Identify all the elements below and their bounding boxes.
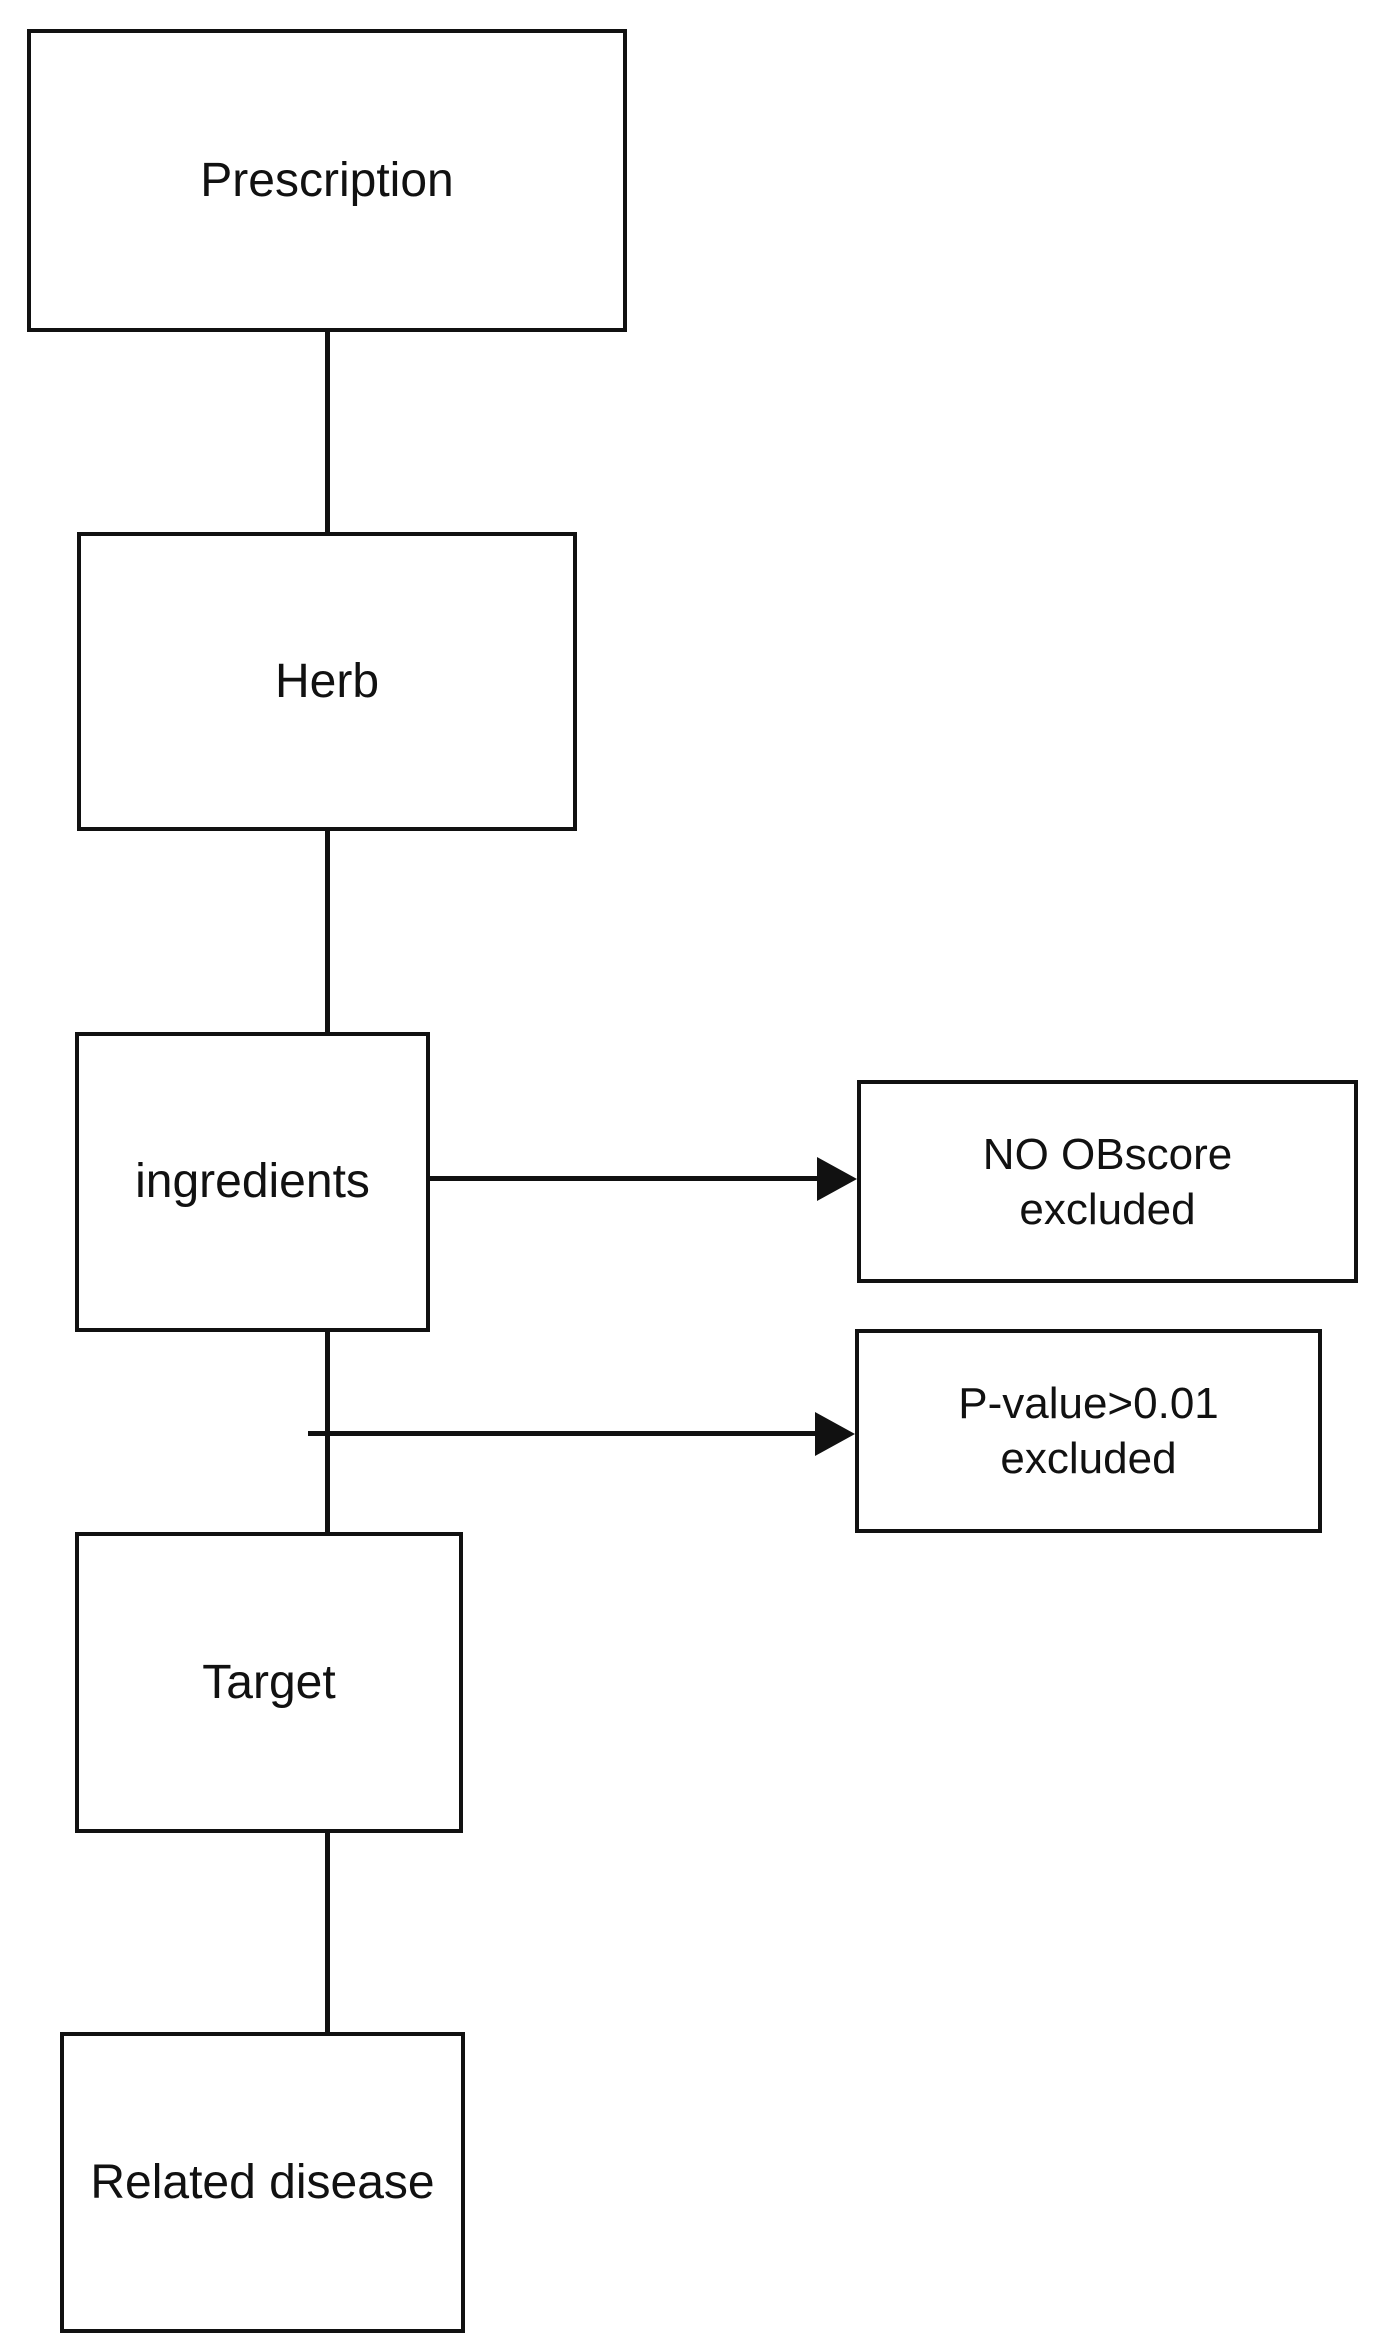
node-ob-excluded-label: NO OBscore excluded (982, 1129, 1233, 1234)
connector-prescription-to-herb (325, 332, 330, 534)
node-p-excluded-label: P-value>0.01 excluded (958, 1379, 1219, 1483)
arrow-head-ingredients-to-p-excluded (815, 1412, 855, 1456)
node-prescription-label: Prescription (200, 153, 454, 207)
node-p-excluded: P-value>0.01 excluded (855, 1329, 1322, 1533)
node-herb-label: Herb (274, 654, 380, 708)
node-target: Target (75, 1532, 463, 1833)
node-ingredients-label: ingredients (135, 1155, 370, 1208)
arrow-line-ingredients-to-p-excluded (308, 1431, 815, 1436)
arrow-line-ingredients-to-ob-excluded (430, 1176, 817, 1181)
node-disease: Related disease (60, 2032, 465, 2333)
node-disease-label: Related disease (90, 2155, 435, 2209)
node-target-label: Target (202, 1655, 336, 1709)
node-ingredients: ingredients (75, 1032, 430, 1332)
node-ob-excluded: NO OBscore excluded (857, 1080, 1358, 1283)
connector-herb-to-ingredients (325, 829, 330, 1034)
node-herb: Herb (77, 532, 577, 831)
arrow-head-ingredients-to-ob-excluded (817, 1157, 857, 1201)
node-prescription: Prescription (27, 29, 627, 332)
connector-target-to-disease (325, 1831, 330, 2034)
